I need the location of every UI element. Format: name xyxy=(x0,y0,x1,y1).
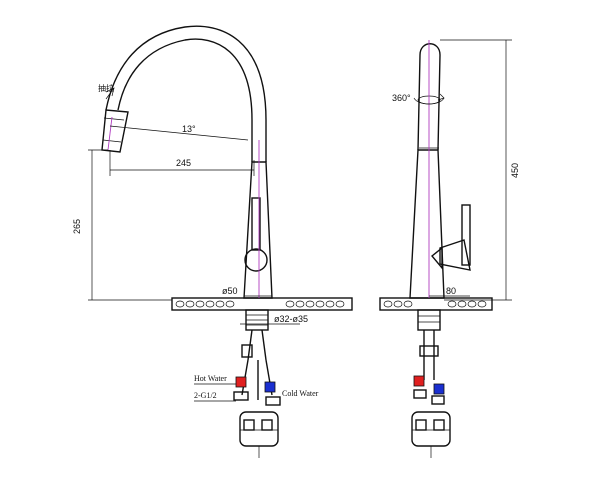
side-fittings xyxy=(233,309,281,458)
side-height-label: 265 xyxy=(72,219,82,234)
hot-water-label: Hot Water xyxy=(194,374,227,383)
side-cold-marker xyxy=(264,381,276,393)
connection-size-label: 2-G1/2 xyxy=(194,391,217,400)
side-thread-diameter-label: ø32-ø35 xyxy=(274,314,308,324)
side-view: 13° 245 265 ø50 ø32-ø35 抽拉 Hot Water Col… xyxy=(72,25,353,458)
front-cold-marker xyxy=(433,383,445,395)
front-rotation-label: 360° xyxy=(392,93,411,103)
side-base-diameter-label: ø50 xyxy=(222,286,238,296)
front-faucet-body xyxy=(409,40,471,299)
cold-water-label: Cold Water xyxy=(282,389,319,398)
front-fittings xyxy=(411,309,451,458)
front-height-label: 450 xyxy=(510,163,520,178)
front-view: 360° 450 80 xyxy=(379,39,520,458)
side-reach-label: 245 xyxy=(176,158,191,168)
side-faucet-body xyxy=(101,25,273,299)
side-countertop xyxy=(171,297,353,311)
pull-out-label: 抽拉 xyxy=(98,83,114,93)
front-dimension-lines xyxy=(413,39,512,301)
side-angle-label: 13° xyxy=(182,124,196,134)
front-handle-label: 80 xyxy=(446,286,456,296)
side-hot-marker xyxy=(235,376,247,388)
side-dimension-lines xyxy=(88,87,300,325)
front-hot-marker xyxy=(413,375,425,387)
